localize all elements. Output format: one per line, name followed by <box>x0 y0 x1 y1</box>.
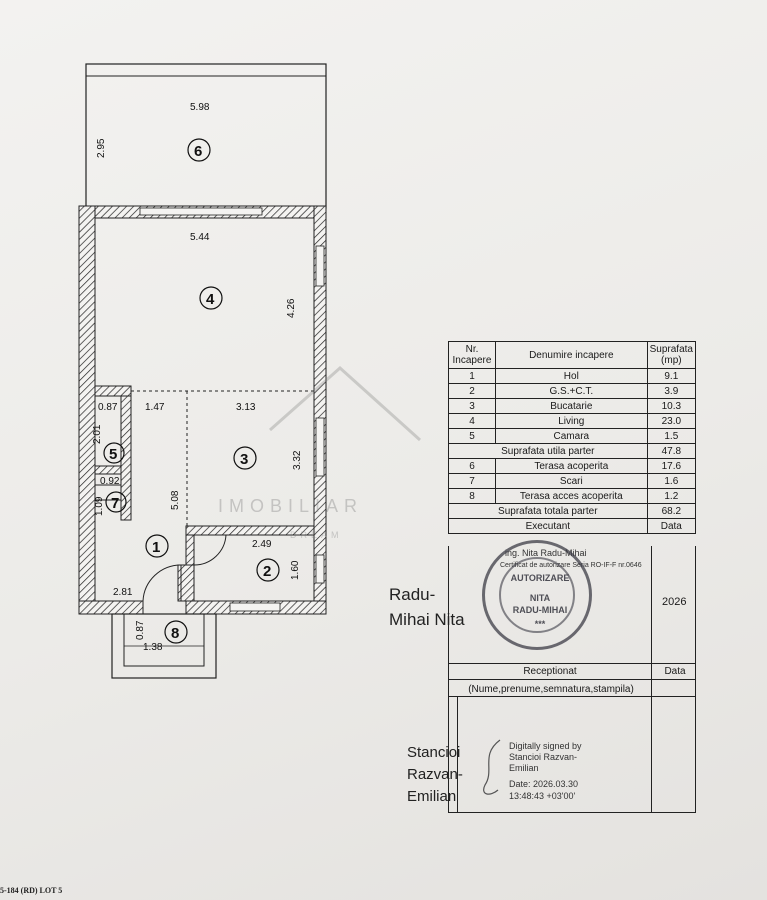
svg-text:2: 2 <box>263 563 271 580</box>
receptionat-subtitle: (Nume,prenume,semnatura,stampila) <box>468 684 634 695</box>
digital-signature-line3: Emilian <box>509 763 539 773</box>
room-label-3: 3 <box>233 446 257 470</box>
official-stamp: AUTORIZARE NITA RADU-MIHAI *** <box>482 540 592 650</box>
receptionat-label: Receptionat <box>523 666 577 677</box>
watermark-text: IMOBILIAR <box>218 496 364 516</box>
watermark-subtext: DREAM <box>290 530 343 540</box>
dim-kitchen-width: 3.13 <box>236 402 256 413</box>
room-label-7: 7 <box>105 491 127 513</box>
dim-hol-bottom: 2.81 <box>113 587 133 598</box>
dim-living-width: 5.44 <box>190 232 210 243</box>
svg-text:5: 5 <box>109 446 117 463</box>
dim-hol-width: 1.47 <box>145 402 165 413</box>
dim-stairs-depth: 0.92 <box>100 476 120 487</box>
signature-scribble <box>483 739 501 795</box>
room-label-2: 2 <box>256 558 280 582</box>
dim-stairs-small: 1.09 <box>94 496 105 516</box>
receptor-name-line2: Razvan- <box>407 766 463 783</box>
terrace-outline <box>85 63 327 209</box>
digital-signature-line4: Date: 2026.03.30 <box>509 779 579 789</box>
wall-bottom-left <box>78 600 144 615</box>
svg-text:4: 4 <box>206 291 215 308</box>
dim-terrace-depth: 2.95 <box>96 138 107 158</box>
dim-kitchen-depth: 3.32 <box>292 450 303 470</box>
dim-camara-width: 0.87 <box>98 402 118 413</box>
dim-entry-width: 1.38 <box>143 642 163 653</box>
receptor-name-line3: Emilian <box>407 788 457 805</box>
dim-terrace-width: 5.98 <box>190 102 210 113</box>
svg-text:1: 1 <box>152 539 160 556</box>
receptor-name-line1: Stancioi <box>407 744 461 761</box>
dim-bath-width: 2.49 <box>252 539 272 550</box>
room-label-6: 6 <box>187 138 211 162</box>
dim-hol-depth: 5.08 <box>170 490 181 510</box>
digital-signature-line5: 13:48:43 +03'00' <box>509 791 576 801</box>
executant-name-line1: Radu- <box>389 585 436 604</box>
receptionat-data: Data <box>664 666 686 677</box>
signature-box: 2026 Receptionat Data (Nume,prenume,semn… <box>448 546 696 813</box>
digital-signature-line1: Digitally signed by <box>509 741 582 751</box>
svg-text:7: 7 <box>111 495 119 512</box>
svg-text:8: 8 <box>171 625 179 642</box>
room-label-1: 1 <box>145 534 169 558</box>
header-area: Suprafata (mp) <box>646 341 697 369</box>
executant-year: 2026 <box>662 596 687 608</box>
svg-text:6: 6 <box>194 143 202 160</box>
dim-camara-depth: 2.01 <box>92 424 103 444</box>
executant-name-line2: Mihai Nita <box>389 610 465 629</box>
dim-entry-depth: 0.87 <box>135 620 146 640</box>
svg-text:3: 3 <box>240 451 248 468</box>
header-nr: Nr. Incapere <box>448 341 496 369</box>
rooms-table: Nr. Incapere Denumire incapere Suprafata… <box>448 341 697 534</box>
document-footer: 5-184 (RD) LOT 5 <box>0 886 63 895</box>
room-label-4: 4 <box>199 286 223 310</box>
table-header: Nr. Incapere Denumire incapere Suprafata… <box>448 341 697 369</box>
digital-signature-line2: Stancioi Razvan- <box>509 752 578 762</box>
dim-living-depth: 4.26 <box>286 298 297 318</box>
dim-bath-depth: 1.60 <box>290 560 301 580</box>
room-label-5: 5 <box>103 442 125 464</box>
wall-left <box>78 205 96 615</box>
watermark-logo <box>269 365 422 442</box>
header-name: Denumire incapere <box>495 341 648 369</box>
room-label-8: 8 <box>164 620 188 644</box>
